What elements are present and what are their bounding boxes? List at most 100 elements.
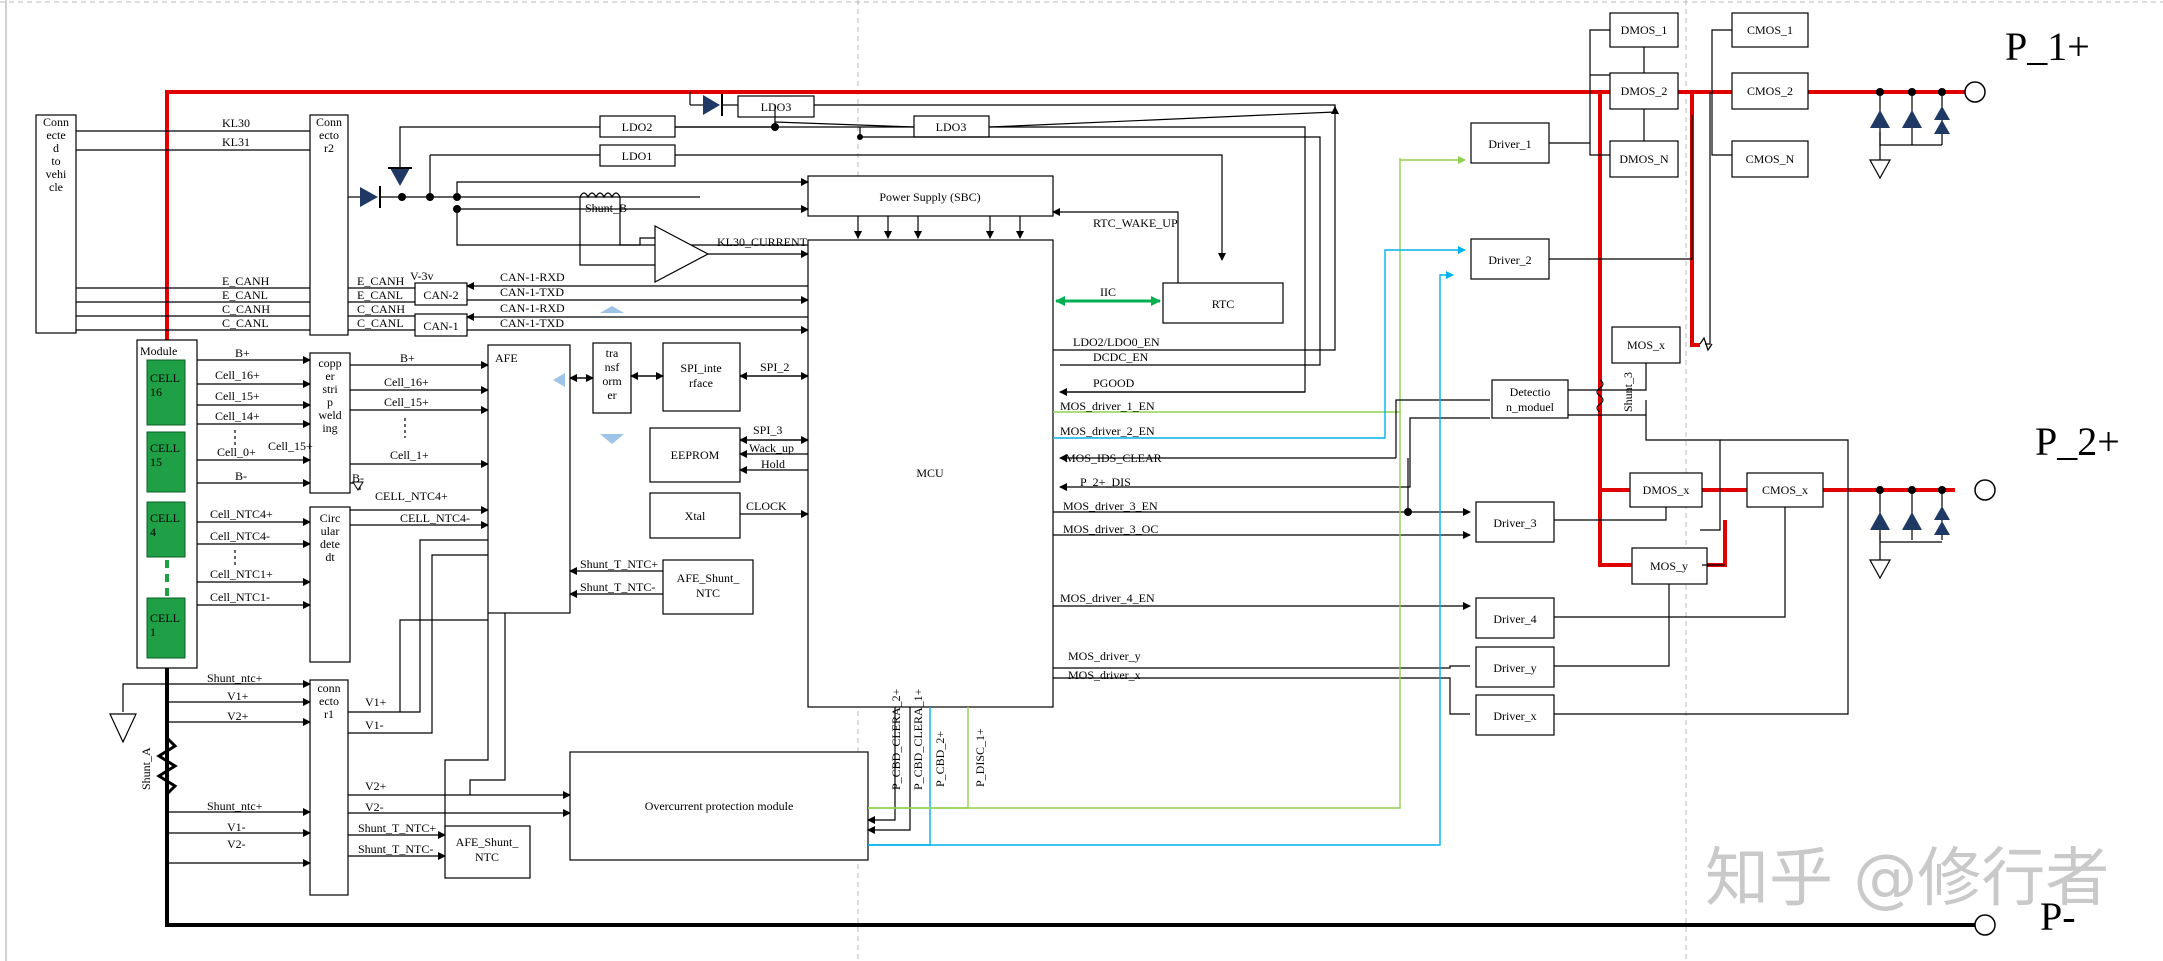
mos-driver-2-en-label: MOS_driver_2_EN bbox=[1060, 424, 1155, 438]
kl30-current-label: KL30_CURRENT bbox=[717, 235, 808, 249]
cell-1p-label: Cell_1+ bbox=[390, 448, 429, 462]
overcurrent-label: Overcurrent protection module bbox=[645, 799, 794, 813]
cmosx-block bbox=[1746, 472, 1824, 508]
driver2-block: Driver_2 bbox=[1470, 238, 1550, 280]
iic-label: IIC bbox=[1100, 285, 1116, 299]
dmosx-block bbox=[1629, 472, 1703, 508]
connector1-wiring: V1+ V1- V2+ V2- Shunt_T_NTC+ Shunt_T_NTC… bbox=[348, 539, 571, 860]
p-disc-1-label: P_DISC_1+ bbox=[973, 728, 987, 787]
ldo3-top-label: LDO3 bbox=[761, 100, 792, 114]
cmosn-label: CMOS_N bbox=[1746, 152, 1795, 166]
hold-label: Hold bbox=[761, 457, 785, 471]
spi-3-label: SPI_3 bbox=[753, 423, 782, 437]
diode-ldo3 bbox=[689, 92, 723, 116]
mos-driver-y-label: MOS_driver_y bbox=[1068, 649, 1141, 663]
eeprom-label: EEPROM bbox=[671, 448, 720, 462]
v1m-b-label: V1- bbox=[365, 718, 384, 732]
drivery-block: Driver_y bbox=[1475, 646, 1555, 688]
mos-driver-3-en-label: MOS_driver_3_EN bbox=[1063, 499, 1158, 513]
cell-15p-b-label: Cell_15+ bbox=[384, 395, 429, 409]
p-cbd-clera-1-label: P_CBD_CLERA_1+ bbox=[911, 688, 925, 790]
v1m-a-label: V1- bbox=[227, 820, 246, 834]
power-supply-block: Power Supply (SBC) bbox=[807, 175, 1054, 217]
dmosn-block bbox=[1609, 140, 1679, 178]
v2m-a-label: V2- bbox=[227, 837, 246, 851]
c-canl-right-label: C_CANL bbox=[357, 316, 404, 330]
mos-switches: DMOS_1 DMOS_2 DMOS_N CMOS_1 CMOS_2 CMOS_… bbox=[1609, 12, 1824, 585]
shunt-t-ntcp-a-label: Shunt_T_NTC+ bbox=[580, 557, 658, 571]
can1-block: CAN-1 bbox=[414, 313, 468, 337]
driverx-label: Driver_x bbox=[1493, 709, 1536, 723]
mosx-block bbox=[1611, 326, 1681, 364]
afe-arrow-decor bbox=[553, 373, 565, 387]
mos-driver-x-label: MOS_driver_x bbox=[1068, 668, 1141, 682]
ldo3-mid-label: LDO3 bbox=[936, 120, 967, 134]
ldo2-block: LDO2 bbox=[599, 115, 676, 138]
shunt-t-ntcm-b-label: Shunt_T_NTC- bbox=[358, 842, 433, 856]
shunt-b: Shunt_B bbox=[579, 192, 655, 266]
driver4-block: Driver_4 bbox=[1475, 597, 1555, 639]
shunt-ntcp-b-label: Shunt_ntc+ bbox=[207, 799, 263, 813]
b-plus-a-label: B+ bbox=[235, 346, 250, 360]
e-canh-right-label: E_CANH bbox=[357, 274, 405, 288]
driver3-label: Driver_3 bbox=[1493, 516, 1536, 530]
mcu-right-signals: LDO2/LDO0_EN DCDC_EN PGOOD MOS_driver_1_… bbox=[1053, 156, 1490, 715]
p-cbd-2-label: P_CBD_2+ bbox=[933, 731, 947, 787]
pgood-label: PGOOD bbox=[1093, 376, 1135, 390]
cell-16p-b-label: Cell_16+ bbox=[384, 375, 429, 389]
e-canl-right-label: E_CANL bbox=[357, 288, 403, 302]
driver1-block: Driver_1 bbox=[1470, 122, 1550, 164]
shunt-wiring: Shunt_ntc+ V1+ V2+ Shunt_ntc+ V1- V2- bbox=[109, 671, 311, 867]
cell4 bbox=[146, 501, 186, 558]
cmosx-label: CMOS_x bbox=[1762, 483, 1808, 497]
cell-ntc4p-a-label: Cell_NTC4+ bbox=[210, 507, 273, 521]
mosx-label: MOS_x bbox=[1627, 338, 1665, 352]
driverx-block: Driver_x bbox=[1475, 694, 1555, 736]
power-supply-inputs bbox=[456, 178, 1024, 246]
ldo1-block: LDO1 bbox=[599, 144, 676, 167]
e-canh-left-label: E_CANH bbox=[222, 274, 270, 288]
rtc-label: RTC bbox=[1212, 297, 1235, 311]
rtc-block: RTC bbox=[1162, 282, 1284, 324]
pminus-terminal bbox=[1974, 914, 1996, 936]
clock-label: CLOCK bbox=[746, 499, 787, 513]
driver4-label: Driver_4 bbox=[1493, 612, 1536, 626]
xtal-label: Xtal bbox=[685, 509, 706, 523]
cell-ntc1p-label: Cell_NTC1+ bbox=[210, 567, 273, 581]
afe-label: AFE bbox=[495, 351, 518, 365]
xtal-block: Xtal bbox=[649, 492, 741, 539]
v1p-b-label: V1+ bbox=[365, 695, 387, 709]
p2-label: P_2+ bbox=[2035, 419, 2120, 464]
cell-ntc4m-b-label: CELL_NTC4- bbox=[400, 511, 470, 525]
watermark: 知乎 @修行者 bbox=[1705, 842, 2109, 916]
mos-driver-4-en-label: MOS_driver_4_EN bbox=[1060, 591, 1155, 605]
can-lines-left: E_CANH E_CANL C_CANH C_CANL bbox=[76, 274, 310, 331]
shunt-a-resistor: Shunt_A bbox=[139, 736, 178, 796]
dmosx-label: DMOS_x bbox=[1643, 483, 1690, 497]
cell1 bbox=[146, 597, 186, 659]
strip-to-afe-wiring: B+ Cell_16+ Cell_15+ Cell_1+ B- CELL_NTC… bbox=[350, 351, 489, 529]
shunt-3-label: Shunt_3 bbox=[1621, 372, 1635, 412]
v1p-a-label: V1+ bbox=[227, 689, 249, 703]
cell-16p-a-label: Cell_16+ bbox=[215, 368, 260, 382]
p1-protection-diodes bbox=[1868, 88, 1950, 180]
cell-ntc1m-label: Cell_NTC1- bbox=[210, 590, 270, 604]
shunt-ntcp-a-label: Shunt_ntc+ bbox=[207, 671, 263, 685]
down-arrow-decor bbox=[600, 434, 624, 444]
eeprom-wiring: SPI_3 Wack_up Hold bbox=[739, 423, 809, 474]
driver1-label: Driver_1 bbox=[1488, 137, 1531, 151]
cmos2-label: CMOS_2 bbox=[1747, 84, 1793, 98]
shunt-t-ntcm-a-label: Shunt_T_NTC- bbox=[580, 580, 655, 594]
